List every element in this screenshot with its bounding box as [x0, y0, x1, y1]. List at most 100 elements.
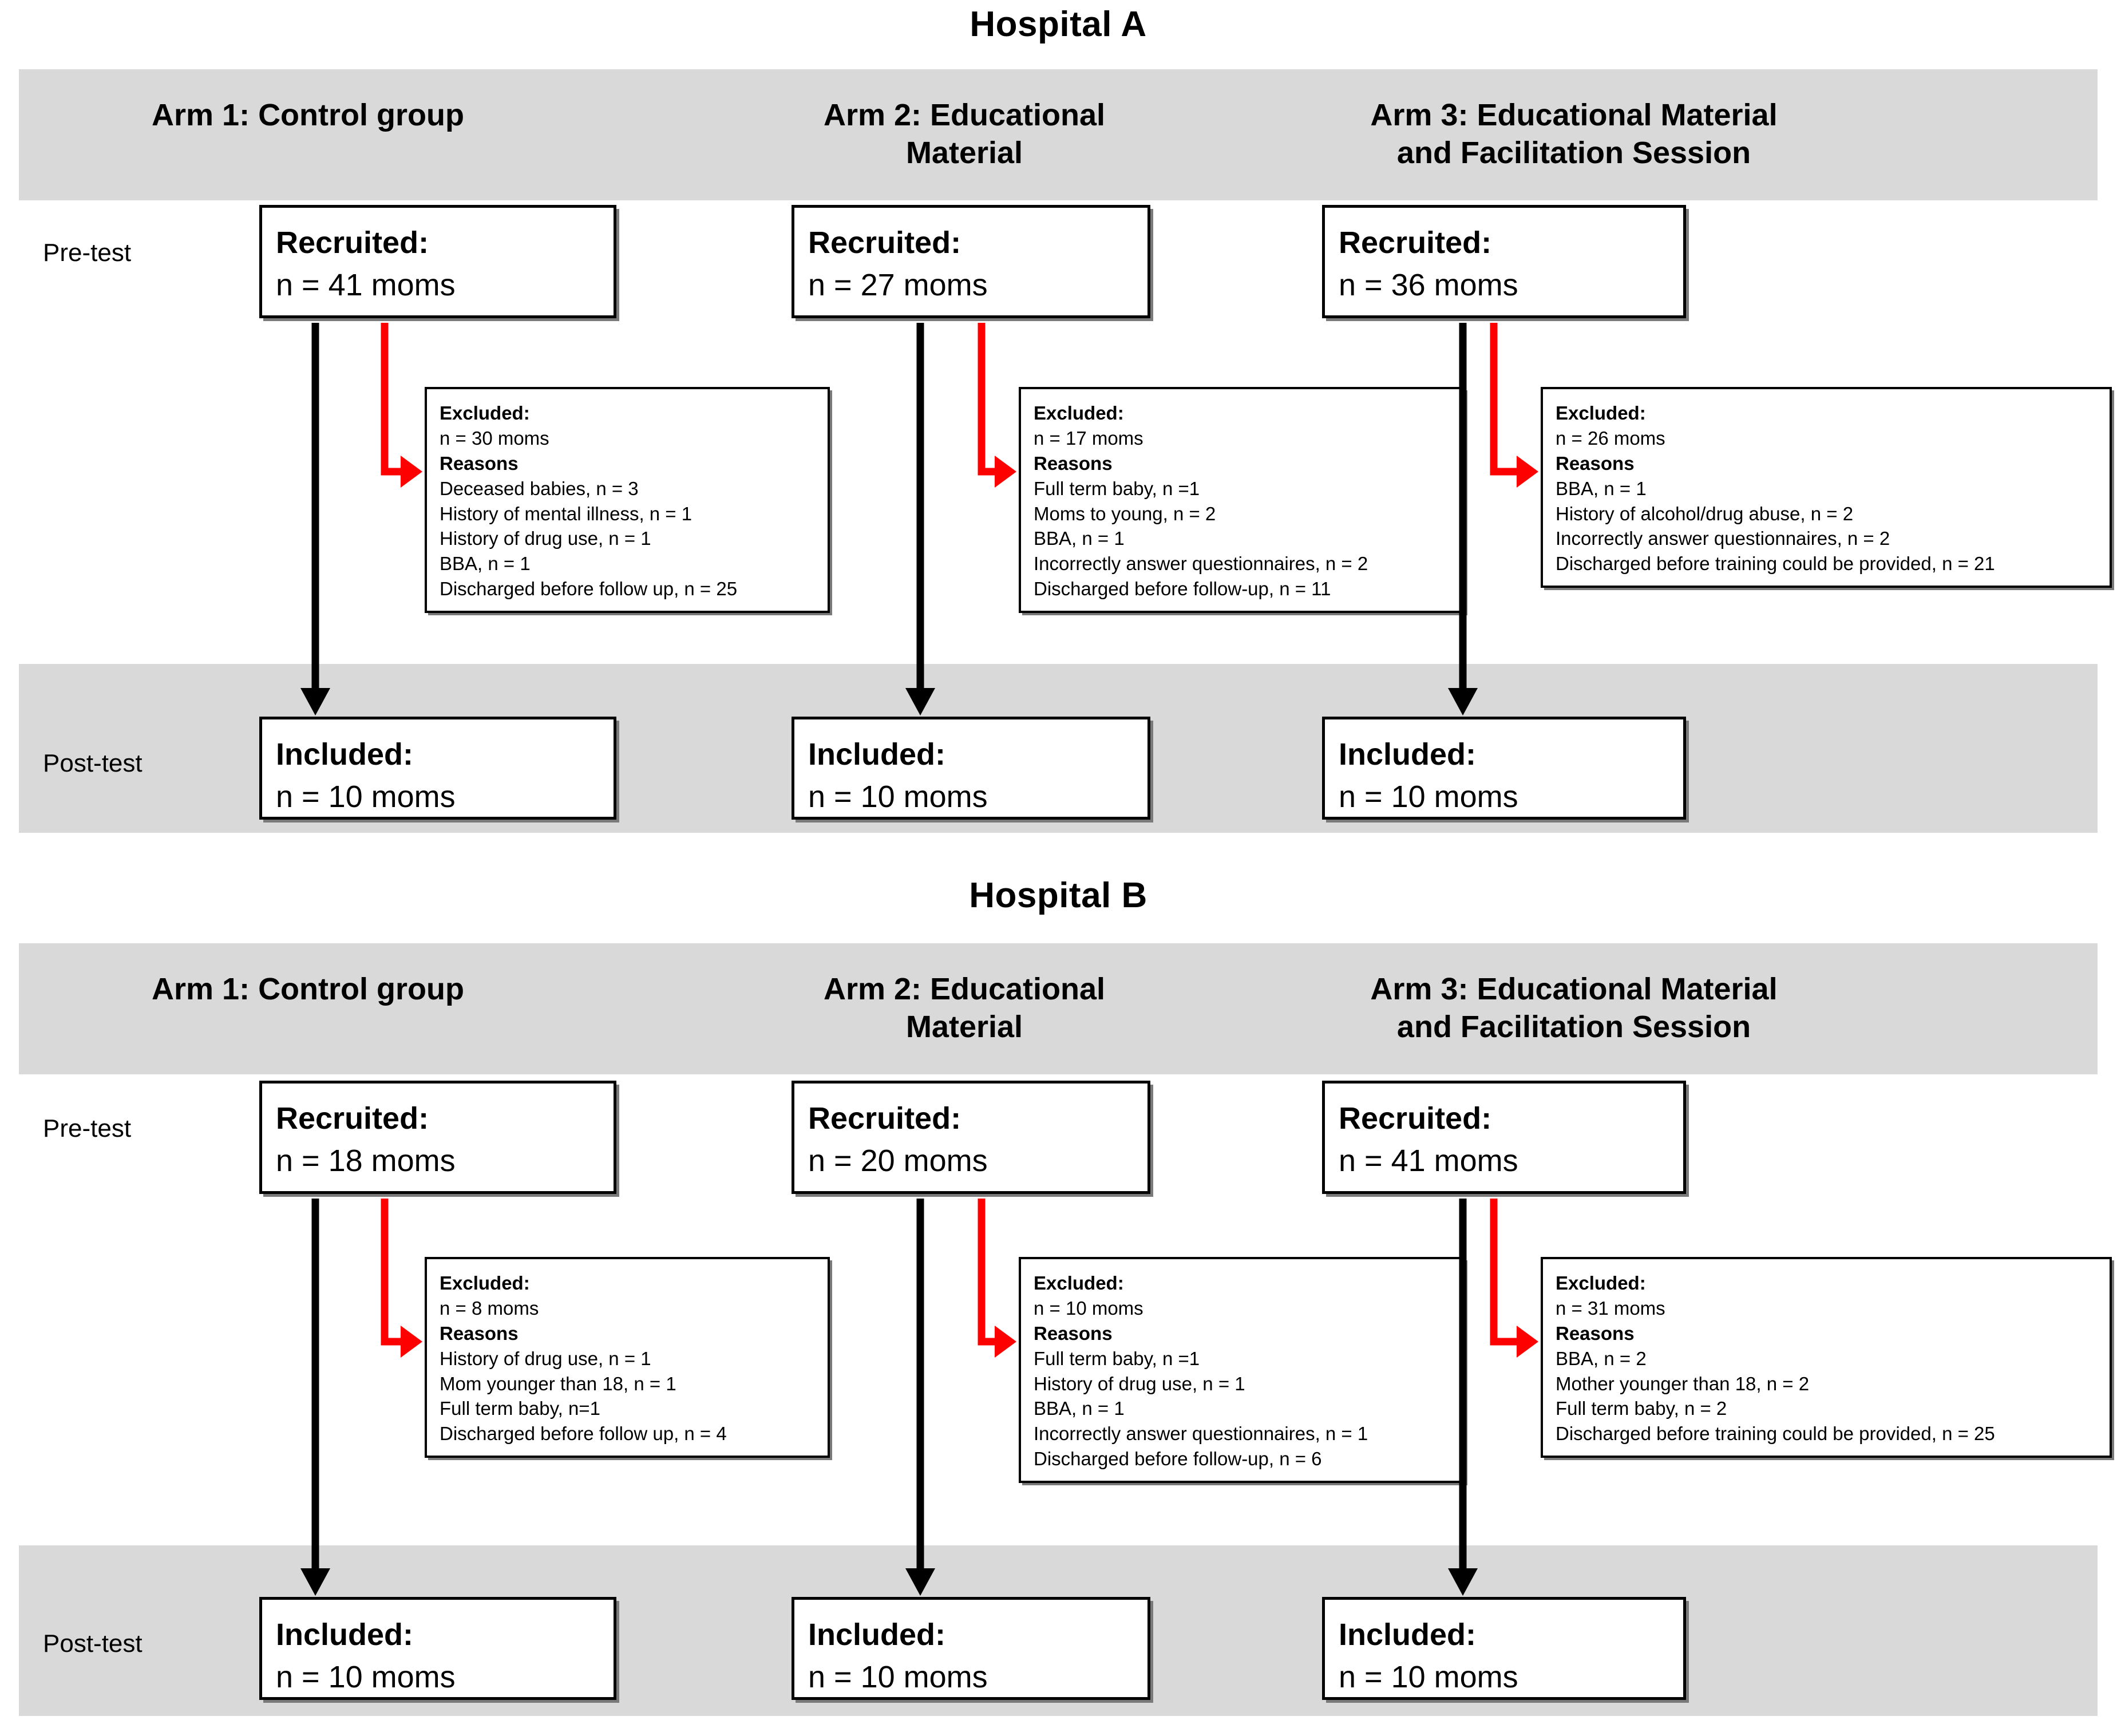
excluded-count: n = 31 moms: [1556, 1297, 1665, 1319]
arm-header-hospital-b-arm-1: Arm 1: Control group: [19, 971, 597, 1009]
recruited-title: Recruited:: [1339, 226, 1492, 260]
included-box-hospital-b-arm-2: Included: n = 10 moms: [792, 1597, 1150, 1700]
hospital-title-hospital-b: Hospital B: [969, 876, 1147, 915]
included-title: Included:: [808, 1618, 945, 1652]
included-title: Included:: [808, 737, 945, 772]
pre-test-label-hospital-b: Pre-test: [43, 1114, 132, 1142]
excluded-reason-4: Discharged before training could be prov…: [1556, 1423, 1995, 1445]
excluded-reason-4: BBA, n = 1: [440, 553, 531, 575]
recruited-box-hospital-b-arm-3: Recruited:n = 41 moms: [1322, 1081, 1686, 1194]
excluded-reason-3: Incorrectly answer questionnaires, n = 2: [1556, 528, 1890, 549]
flow-arrow-recruited-to-included-hospital-a-arm-2: [905, 323, 935, 715]
excluded-reason-3: BBA, n = 1: [1034, 528, 1125, 549]
excluded-count: n = 30 moms: [440, 427, 549, 449]
flow-arrow-recruited-to-included-hospital-b-arm-3: [1448, 1199, 1478, 1596]
arm-header-band-hospital-a: [19, 69, 2098, 200]
excluded-count: n = 26 moms: [1556, 427, 1665, 449]
recruited-box-hospital-b-arm-1: Recruited:n = 18 moms: [259, 1081, 616, 1194]
excluded-reason-1: Full term baby, n =1: [1034, 1347, 1200, 1369]
excluded-title: Excluded:: [440, 1272, 530, 1294]
excluded-reason-4: Incorrectly answer questionnaires, n = 1: [1034, 1423, 1368, 1445]
excluded-reason-1: Deceased babies, n = 3: [440, 477, 639, 499]
arm-header-line-1: Arm 3: Educational Material: [1370, 98, 1778, 132]
included-count: n = 10 moms: [808, 780, 988, 814]
excluded-count: n = 10 moms: [1034, 1297, 1143, 1319]
recruited-box-hospital-a-arm-3: Recruited: n = 36 moms: [1322, 205, 1686, 318]
recruited-title: Recruited:: [276, 226, 429, 260]
excluded-reasons-label: Reasons: [440, 1322, 519, 1344]
arm-header-line-2: Material: [905, 1009, 1023, 1044]
included-count: n = 10 moms: [276, 780, 456, 814]
excluded-reason-3: History of drug use, n = 1: [440, 528, 651, 549]
flow-arrow-recruited-to-excluded-hospital-b-arm-3: [1490, 1199, 1538, 1358]
excluded-reason-2: History of mental illness, n = 1: [440, 503, 693, 524]
arm-header-band-hospital-b: [19, 943, 2098, 1074]
excluded-reason-1: Full term baby, n =1: [1034, 477, 1200, 499]
excluded-reason-5: Discharged before follow-up, n = 11: [1034, 578, 1331, 600]
recruited-count: n = 41 moms: [276, 268, 456, 303]
flow-arrow-recruited-to-included-hospital-b-arm-2: [905, 1199, 935, 1596]
arm-header-line-1: Arm 3: Educational Material: [1370, 972, 1778, 1006]
flow-arrow-recruited-to-excluded-hospital-b-arm-2: [978, 1199, 1016, 1358]
excluded-reason-3: Full term baby, n = 2: [1556, 1398, 1727, 1419]
pre-test-label-hospital-a: Pre-test: [43, 239, 132, 267]
excluded-count: n = 8 moms: [440, 1297, 539, 1319]
included-box-hospital-b-arm-1: Included: n = 10 moms: [259, 1597, 616, 1700]
flow-arrow-recruited-to-excluded-hospital-a-arm-3: [1490, 323, 1538, 488]
excluded-reason-3: Full term baby, n=1: [440, 1398, 600, 1419]
excluded-count: n = 17 moms: [1034, 427, 1143, 449]
included-count: n = 10 moms: [276, 1660, 456, 1695]
recruited-count: n = 41 moms: [1339, 1144, 1518, 1179]
recruited-box-hospital-a-arm-2: Recruited:n = 27 moms: [792, 205, 1150, 318]
recruited-count: n = 20 moms: [808, 1144, 988, 1179]
excluded-reason-4: Incorrectly answer questionnaires, n = 2: [1034, 553, 1368, 575]
excluded-reason-5: Discharged before follow up, n = 25: [440, 578, 738, 600]
excluded-reason-5: Discharged before follow-up, n = 6: [1034, 1448, 1322, 1470]
excluded-reason-4: Discharged before follow up, n = 4: [440, 1423, 727, 1445]
hospital-title-hospital-a: Hospital A: [970, 5, 1147, 44]
arm-header-line-1: Arm 1: Control group: [152, 972, 464, 1006]
arm-header-line-2: and Facilitation Session: [1396, 135, 1751, 170]
included-title: Included:: [1339, 737, 1476, 772]
excluded-reason-2: History of drug use, n = 1: [1034, 1373, 1245, 1394]
excluded-reason-3: BBA, n = 1: [1034, 1398, 1125, 1419]
included-box-hospital-b-arm-3: Included:n = 10 moms: [1322, 1597, 1686, 1700]
recruited-count: n = 18 moms: [276, 1144, 456, 1179]
excluded-reason-4: Discharged before training could be prov…: [1556, 553, 1995, 575]
excluded-reason-1: BBA, n = 2: [1556, 1347, 1647, 1369]
included-count: n = 10 moms: [808, 1660, 988, 1695]
excluded-reason-1: History of drug use, n = 1: [440, 1347, 651, 1369]
arm-header-hospital-a-arm-1: Arm 1: Control group: [19, 97, 597, 135]
flow-arrow-recruited-to-excluded-hospital-a-arm-2: [978, 323, 1016, 488]
recruited-count: n = 36 moms: [1339, 268, 1518, 303]
flow-arrow-recruited-to-included-hospital-a-arm-1: [300, 323, 330, 715]
arm-header-line-1: Arm 2: Educational: [823, 98, 1106, 132]
excluded-reasons-label: Reasons: [1034, 1322, 1113, 1344]
flow-arrow-recruited-to-included-hospital-a-arm-3: [1448, 323, 1478, 715]
arm-header-line-2: and Facilitation Session: [1396, 1009, 1751, 1044]
included-box-hospital-a-arm-2: Included: n = 10 moms: [792, 717, 1150, 820]
recruited-box-hospital-b-arm-2: Recruited:n = 20 moms: [792, 1081, 1150, 1194]
excluded-reasons-label: Reasons: [440, 452, 519, 474]
excluded-reasons-label: Reasons: [1034, 452, 1113, 474]
excluded-reason-2: History of alcohol/drug abuse, n = 2: [1556, 503, 1854, 524]
excluded-reason-2: Mom younger than 18, n = 1: [440, 1373, 676, 1394]
included-box-hospital-a-arm-1: Included: n = 10 moms: [259, 717, 616, 820]
flow-arrow-recruited-to-excluded-hospital-a-arm-1: [381, 323, 422, 488]
included-title: Included:: [276, 737, 413, 772]
included-count: n = 10 moms: [1339, 1660, 1518, 1695]
excluded-title: Excluded:: [1034, 1272, 1124, 1294]
included-title: Included:: [276, 1618, 413, 1652]
included-box-hospital-a-arm-3: Included:n = 10 moms: [1322, 717, 1686, 820]
excluded-reason-1: BBA, n = 1: [1556, 477, 1647, 499]
flow-arrow-recruited-to-included-hospital-b-arm-1: [300, 1199, 330, 1596]
